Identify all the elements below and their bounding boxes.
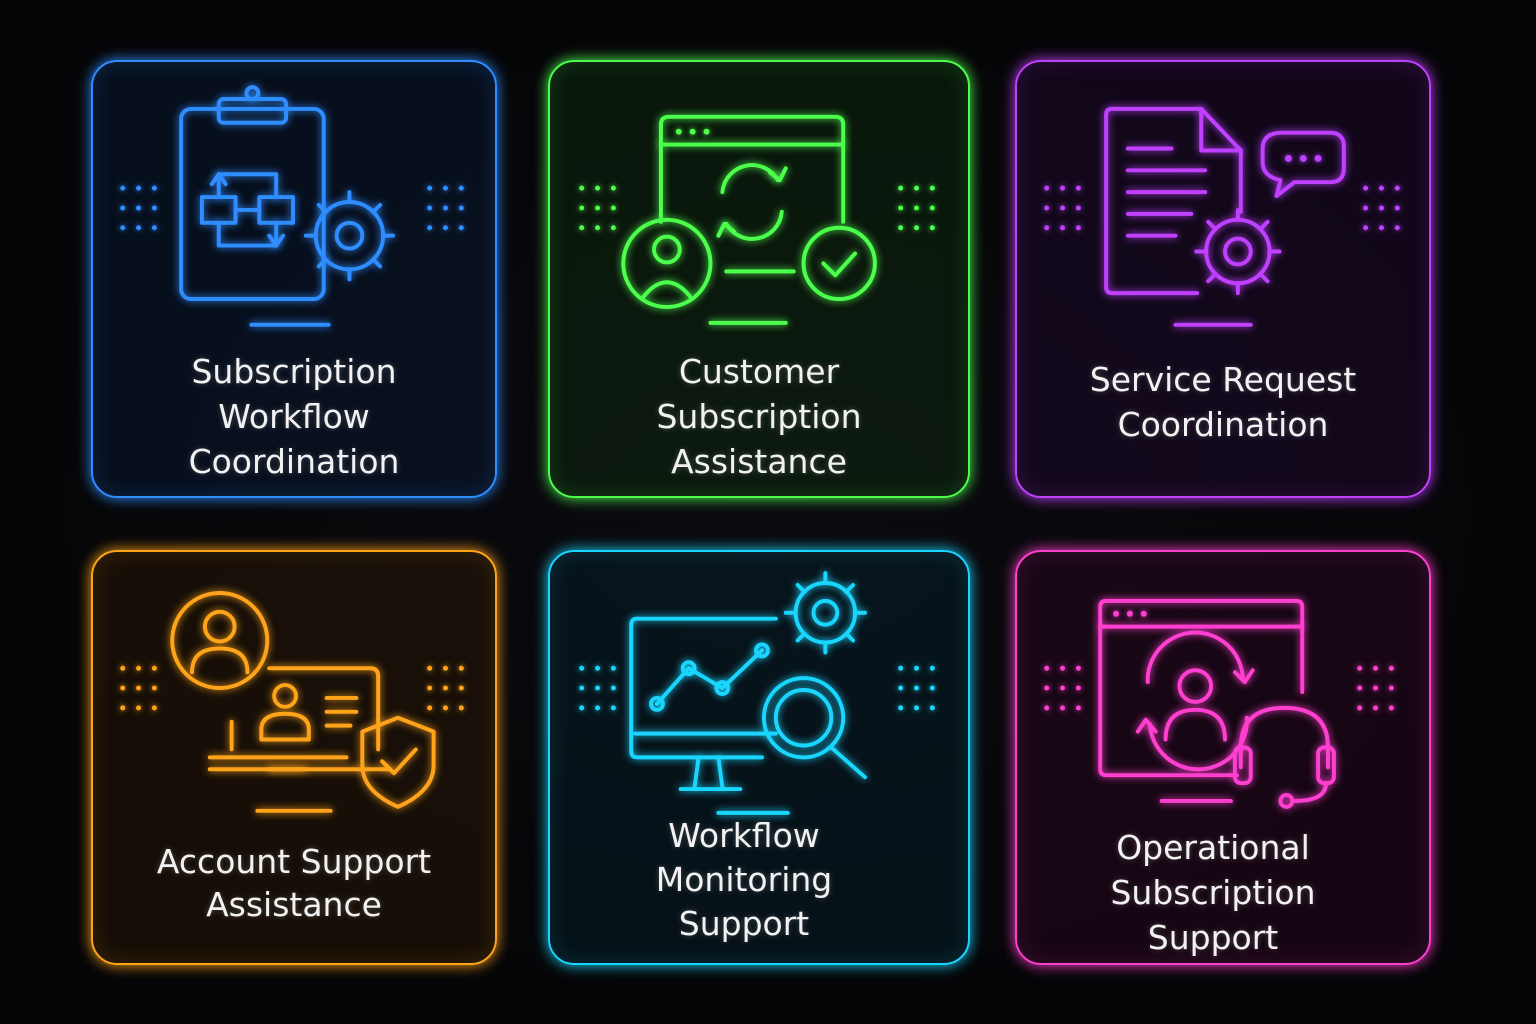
card-operational-subscription-support: Operational Subscription Support <box>1015 550 1431 965</box>
document-chat-gear-icon <box>1044 106 1400 327</box>
card-title: Subscription Workflow Coordination <box>188 352 400 481</box>
card-customer-subscription-assistance: Customer Subscription Assistance <box>548 60 970 498</box>
card-subscription-workflow-coordination: Subscription Workflow Coordination <box>91 60 497 498</box>
browser-sync-user-check-icon <box>579 114 935 325</box>
laptop-user-shield-icon <box>120 591 464 813</box>
card-account-support-assistance: Account Support Assistance <box>91 550 497 965</box>
browser-user-headset-icon <box>1044 598 1394 809</box>
card-title: Operational Subscription Support <box>1110 828 1316 957</box>
card-workflow-monitoring-support: Workflow Monitoring Support <box>548 550 970 965</box>
clipboard-workflow-gear-icon <box>120 85 464 327</box>
monitor-chart-gear-magnifier-icon <box>579 571 935 815</box>
card-title: Account Support Assistance <box>156 842 432 924</box>
card-title: Customer Subscription Assistance <box>656 352 862 481</box>
card-title: Service Request Coordination <box>1089 360 1357 444</box>
card-title: Workflow Monitoring Support <box>655 816 833 943</box>
card-service-request-coordination: Service Request Coordination <box>1015 60 1431 498</box>
